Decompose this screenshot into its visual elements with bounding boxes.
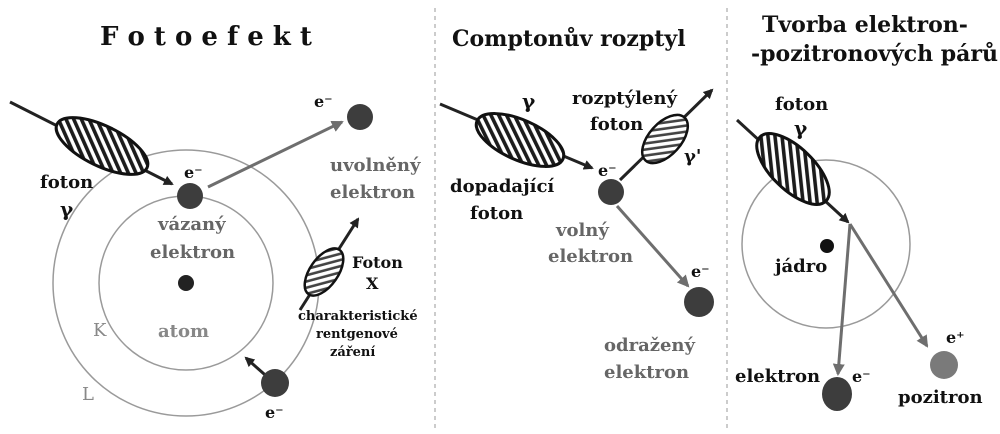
characteristic-label-3: záření bbox=[330, 345, 375, 360]
atom-nucleus bbox=[178, 275, 194, 291]
recoil-label-2: elektron bbox=[604, 362, 689, 383]
freed-electron-label-1: uvolněný bbox=[330, 155, 421, 176]
scattered-label-2: foton bbox=[590, 114, 643, 135]
compton-title: Comptonův rozptyl bbox=[452, 26, 686, 52]
positron-symbol: e⁺ bbox=[946, 328, 965, 347]
nucleus bbox=[820, 239, 834, 253]
outer-electron bbox=[261, 369, 289, 397]
photoeffect-panel: F o t o e f e k t foton γ e⁻ vázaný elek… bbox=[10, 22, 421, 422]
compton-gamma: γ bbox=[522, 89, 536, 113]
created-electron-label: elektron bbox=[735, 366, 820, 387]
pair-panel: Tvorba elektron- -pozitronových párů jád… bbox=[735, 12, 998, 411]
incident-label-2: foton bbox=[470, 203, 523, 224]
compton-panel: Comptonův rozptyl γ dopadající foton e⁻ … bbox=[440, 26, 714, 383]
photon-gamma: γ bbox=[60, 197, 74, 221]
free-electron-symbol: e⁻ bbox=[598, 161, 617, 180]
characteristic-label-1: charakteristické bbox=[298, 309, 418, 324]
freed-electron-label-2: elektron bbox=[330, 182, 415, 203]
freed-electron-symbol: e⁻ bbox=[314, 92, 333, 111]
pair-title-2: -pozitronových párů bbox=[751, 41, 998, 67]
recoil-electron bbox=[684, 287, 714, 317]
pair-photon-gamma: γ bbox=[794, 116, 808, 140]
bound-electron-symbol: e⁻ bbox=[184, 163, 203, 182]
ejection-arrow bbox=[208, 122, 342, 187]
xray-label-2: X bbox=[366, 274, 379, 293]
free-electron-label-1: volný bbox=[555, 220, 609, 241]
photon-label: foton bbox=[40, 172, 93, 193]
photoeffect-title: F o t o e f e k t bbox=[100, 22, 312, 52]
characteristic-label-2: rentgenové bbox=[316, 327, 398, 342]
compton-incoming-photon bbox=[469, 103, 571, 178]
gamma-prime: γ' bbox=[684, 146, 701, 167]
electron-branch bbox=[838, 224, 850, 374]
pair-incoming-photon bbox=[745, 122, 840, 216]
created-positron bbox=[930, 351, 958, 379]
outer-electron-symbol: e⁻ bbox=[265, 403, 284, 422]
pair-title-1: Tvorba elektron- bbox=[762, 12, 968, 38]
freed-electron bbox=[347, 104, 373, 130]
recoil-electron-symbol: e⁻ bbox=[691, 262, 710, 281]
incident-label-1: dopadající bbox=[450, 176, 554, 197]
scattered-label-1: rozptýlený bbox=[572, 88, 677, 109]
positron-label: pozitron bbox=[898, 387, 983, 408]
pair-photon-label: foton bbox=[775, 94, 828, 115]
positron-branch bbox=[850, 224, 927, 346]
bound-electron-label-1: vázaný bbox=[157, 214, 226, 235]
free-electron-label-2: elektron bbox=[548, 246, 633, 267]
xray-label-1: Foton bbox=[352, 253, 403, 272]
xray-photon bbox=[297, 242, 351, 302]
bound-electron-label-2: elektron bbox=[150, 242, 235, 263]
shell-l-label: L bbox=[82, 384, 94, 405]
created-electron bbox=[822, 377, 852, 411]
shell-k-label: K bbox=[93, 320, 107, 341]
free-electron bbox=[598, 179, 624, 205]
atom-label: atom bbox=[158, 321, 209, 342]
nucleus-label: jádro bbox=[773, 256, 827, 277]
created-electron-symbol: e⁻ bbox=[852, 367, 871, 386]
bound-electron bbox=[177, 183, 203, 209]
recoil-label-1: odražený bbox=[604, 335, 695, 356]
